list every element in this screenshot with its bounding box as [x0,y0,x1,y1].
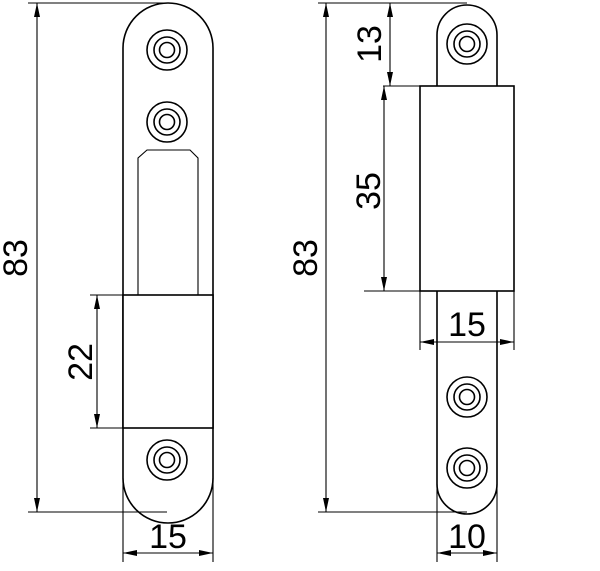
right-top-offset-dimension: 13 [351,3,420,87]
right-overall-height-label: 83 [287,239,325,277]
left-bottom-hole [146,439,188,481]
right-top-hole [446,23,488,65]
right-view: 83 13 35 15 [287,2,515,562]
left-width-label: 15 [149,518,187,556]
left-slot-outline [137,149,199,295]
right-block-height-dimension: 35 [350,86,420,292]
left-view: 83 22 15 [0,2,214,562]
right-middle-hole [446,376,488,418]
left-upper-hole [146,29,188,71]
right-block-height-label: 35 [350,172,388,210]
right-overall-height-dimension: 83 [287,2,467,513]
right-bottom-hole [446,447,488,489]
right-top-offset-label: 13 [351,25,389,63]
left-overall-height-label: 83 [0,239,35,277]
right-strip-width-label: 10 [448,518,486,556]
left-middle-hole [146,101,188,143]
left-lower-block [122,294,214,429]
left-block-height-dimension: 22 [62,294,123,429]
right-strip-width-dimension: 10 [436,484,498,562]
left-overall-height-dimension: 83 [0,2,167,513]
right-block-width-dimension: 15 [419,291,515,350]
left-block-height-label: 22 [62,343,100,381]
right-block [419,85,515,292]
right-block-width-label: 15 [448,306,486,344]
left-width-dimension: 15 [122,478,214,562]
